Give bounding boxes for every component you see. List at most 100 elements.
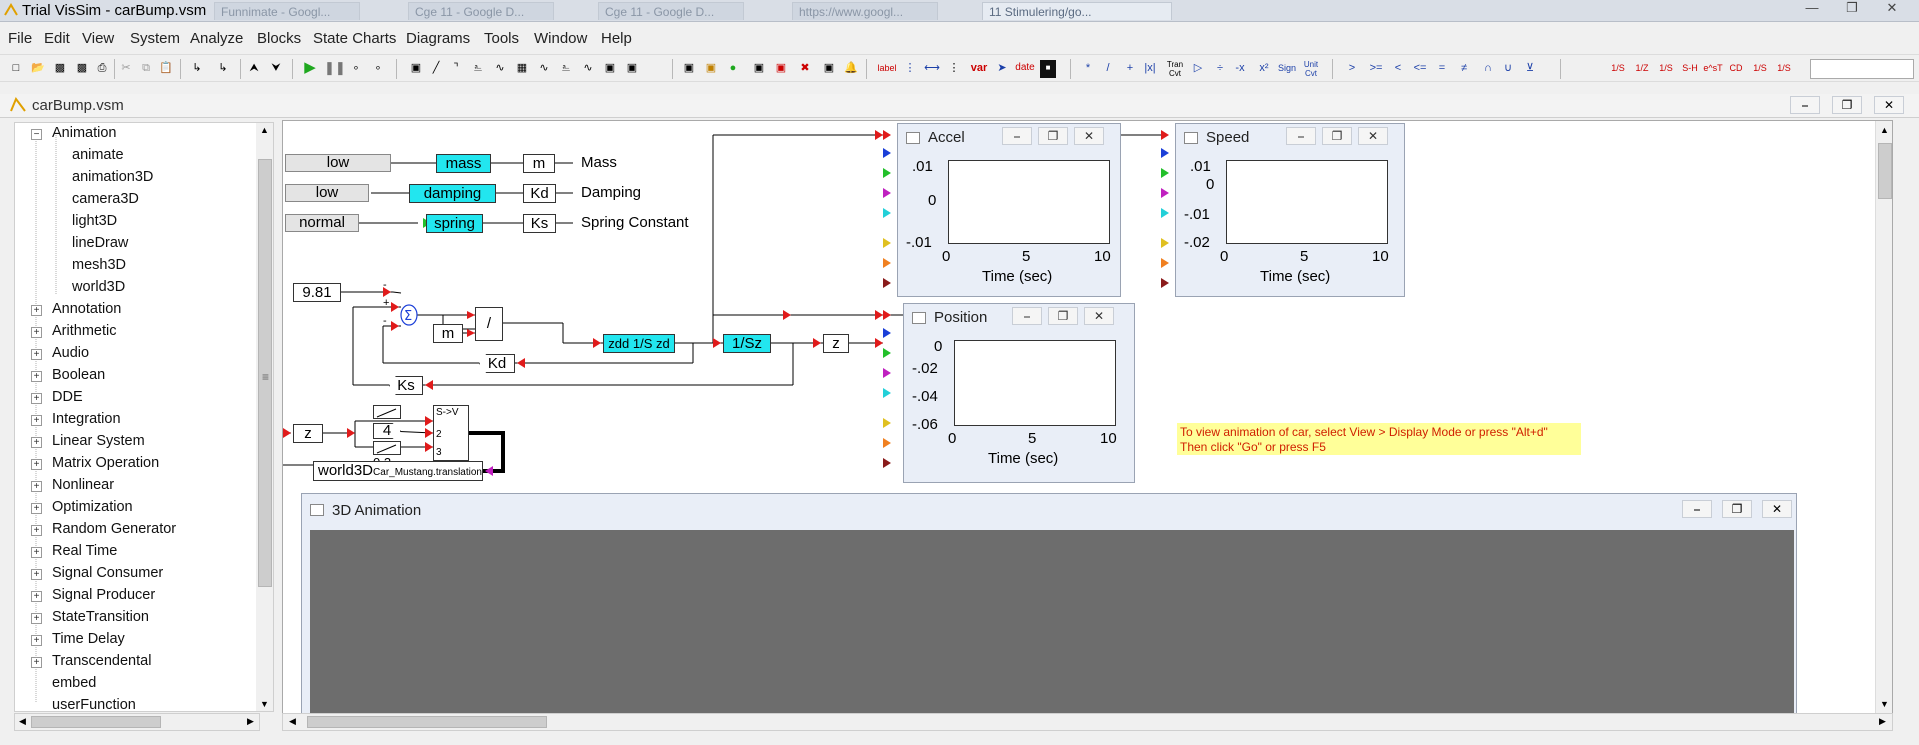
menu-analyze[interactable]: Analyze (190, 30, 244, 47)
or-icon[interactable]: ∪ (1503, 62, 1513, 74)
damping-output[interactable]: Kd (523, 184, 556, 203)
expand-icon[interactable]: + (31, 547, 42, 558)
pause-icon[interactable]: ❚❚ (324, 60, 346, 75)
block-icon[interactable]: ▣ (410, 62, 422, 74)
ramp-block[interactable] (373, 405, 401, 419)
velocity-integrator[interactable]: 1/Sz (723, 334, 771, 353)
spring-output[interactable]: Ks (523, 214, 556, 233)
plot-minimize-icon[interactable]: ⎯ (1012, 307, 1042, 325)
delay-icon[interactable]: e^sT (1703, 63, 1723, 73)
histogram-icon[interactable]: ▣ (775, 62, 787, 74)
bell-icon[interactable]: 🔔 (844, 62, 858, 74)
tree-item-annotation[interactable]: Annotation (52, 301, 122, 317)
tree-item-boolean[interactable]: Boolean (52, 367, 106, 383)
table-icon[interactable]: ▦ (516, 62, 528, 74)
scroll-up-icon[interactable]: ▲ (1880, 125, 1889, 135)
expand-icon[interactable]: + (31, 437, 42, 448)
tree-item-camera3d[interactable]: camera3D (72, 191, 139, 207)
world3d-block[interactable]: world3DCar_Mustang.translation (313, 461, 483, 481)
display-icon[interactable]: ▣ (683, 62, 695, 74)
ramp-block-2[interactable] (373, 441, 401, 455)
move-down-icon[interactable]: ⮟ (271, 62, 281, 74)
animation-3d-window[interactable]: 3D Animation ⎯ ❐ ✕ (301, 493, 1797, 713)
doc-minimize-icon[interactable]: ⎯ (1790, 96, 1820, 114)
damping-slider[interactable]: low (285, 184, 369, 202)
scroll-up-icon[interactable]: ▲ (260, 125, 269, 135)
tree-item-arithmetic[interactable]: Arithmetic (52, 323, 117, 339)
mass-block[interactable]: m (433, 324, 463, 343)
expand-icon[interactable]: + (31, 327, 42, 338)
double-int-icon[interactable]: 1/Z (1635, 63, 1649, 73)
scope-icon[interactable]: ▣ (626, 62, 638, 74)
expand-icon[interactable]: + (31, 459, 42, 470)
light-icon[interactable]: ● (729, 62, 737, 74)
pulse-icon[interactable]: ⎁ (473, 62, 483, 74)
date-icon[interactable]: date (1015, 62, 1035, 73)
stop-icon[interactable]: ✖ (800, 62, 810, 74)
expand-icon[interactable]: + (31, 393, 42, 404)
spring-variable[interactable]: spring (426, 214, 483, 233)
scroll-down-icon[interactable]: ▼ (260, 699, 269, 709)
cut-icon[interactable]: ✂ (121, 62, 131, 74)
scroll-left-icon[interactable]: ◀ (19, 716, 26, 726)
divide-block[interactable]: / (475, 307, 503, 341)
damping-variable[interactable]: damping (409, 184, 496, 203)
plot-close-icon[interactable]: ✕ (1074, 127, 1104, 145)
tree-scroll-thumb[interactable] (258, 159, 272, 587)
tree-item-time-delay[interactable]: Time Delay (52, 631, 125, 647)
z-input-block[interactable]: z (293, 424, 323, 443)
expand-icon[interactable]: + (31, 371, 42, 382)
integrator-icon[interactable]: 1/S (1611, 63, 1625, 73)
menu-state-charts[interactable]: State Charts (313, 30, 397, 47)
tree-item-light3d[interactable]: light3D (72, 213, 118, 229)
browser-tab[interactable]: 11 Stimulering/go... (982, 2, 1172, 20)
spring-slider[interactable]: normal (285, 214, 359, 232)
export-icon[interactable]: ▣ (823, 62, 835, 74)
expand-icon[interactable]: + (31, 635, 42, 646)
equal-icon[interactable]: = (1438, 62, 1446, 74)
tf-icon[interactable]: 1/S (1659, 63, 1673, 73)
move-up-icon[interactable]: ⮝ (249, 62, 259, 74)
tree-vertical-scrollbar[interactable]: ▲ ▼ (256, 123, 273, 711)
align-right-icon[interactable]: ↳ (218, 62, 228, 74)
tree-item-animation3d[interactable]: animation3D (72, 169, 154, 185)
menu-diagrams[interactable]: Diagrams (406, 30, 471, 47)
animation-viewport[interactable] (310, 530, 1794, 713)
scroll-right-icon[interactable]: ▶ (247, 716, 254, 726)
position-z-block[interactable]: z (823, 334, 849, 353)
split-icon[interactable]: ⋮ (948, 62, 960, 74)
menu-help[interactable]: Help (601, 30, 632, 47)
tree-item-linear-system[interactable]: Linear System (52, 433, 145, 449)
menu-window[interactable]: Window (534, 30, 588, 47)
print-icon[interactable]: ⎙ (97, 62, 107, 74)
divide-icon[interactable]: / (1106, 62, 1110, 74)
oscillator-icon[interactable]: ▣ (604, 62, 616, 74)
tree-item-integration[interactable]: Integration (52, 411, 121, 427)
save-all-icon[interactable]: ▩ (76, 62, 88, 74)
ramp-icon[interactable]: ╱ (432, 62, 440, 74)
tree-item-statetransition[interactable]: StateTransition (52, 609, 149, 625)
gain-icon[interactable]: ▷ (1193, 62, 1203, 74)
animation-restore-icon[interactable]: ❐ (1722, 500, 1752, 518)
align-icon[interactable]: ↳ (192, 62, 202, 74)
expand-icon[interactable]: + (31, 481, 42, 492)
plot-restore-icon[interactable]: ❐ (1038, 127, 1068, 145)
multiply-icon[interactable]: * (1085, 62, 1091, 74)
sign-icon[interactable]: Sign (1277, 63, 1296, 73)
canvas-vertical-scrollbar[interactable]: ▲ ▼ (1875, 121, 1892, 713)
neg-x-icon[interactable]: -x (1235, 62, 1245, 74)
tree-item-animation[interactable]: Animation (52, 125, 117, 141)
collapse-icon[interactable]: − (31, 129, 42, 140)
abs-icon[interactable]: |x| (1144, 62, 1156, 74)
expand-icon[interactable]: + (31, 591, 42, 602)
less-icon[interactable]: < (1394, 62, 1402, 74)
continue-icon[interactable]: ∘ (374, 62, 382, 74)
limit-icon[interactable]: 1/S (1753, 63, 1767, 73)
canvas-vscroll-thumb[interactable] (1878, 143, 1892, 199)
clock-icon[interactable]: ■ (1040, 60, 1056, 78)
menu-tools[interactable]: Tools (484, 30, 520, 47)
variable-icon[interactable]: var (970, 62, 988, 74)
menu-file[interactable]: File (8, 30, 33, 47)
label-block-icon[interactable]: label (877, 63, 897, 73)
step-icon[interactable]: ∘ (352, 62, 360, 74)
